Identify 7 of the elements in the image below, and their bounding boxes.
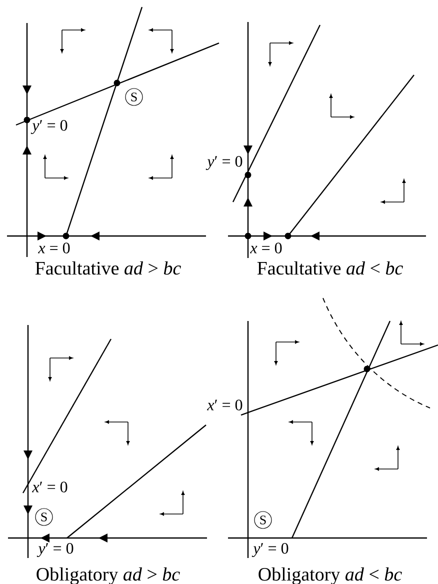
nullcline-label: x′ = 0 — [206, 400, 242, 410]
caption: Facultative ad < bc — [257, 261, 403, 275]
nullcline-label: x = 0 — [38, 242, 70, 254]
nullcline-label: y′ = 0 — [36, 542, 74, 558]
nullcline-label: x = 0 — [250, 242, 282, 254]
nullcline-label: y′ = 0 — [206, 156, 242, 170]
caption: Facultative ad > bc — [35, 261, 181, 275]
